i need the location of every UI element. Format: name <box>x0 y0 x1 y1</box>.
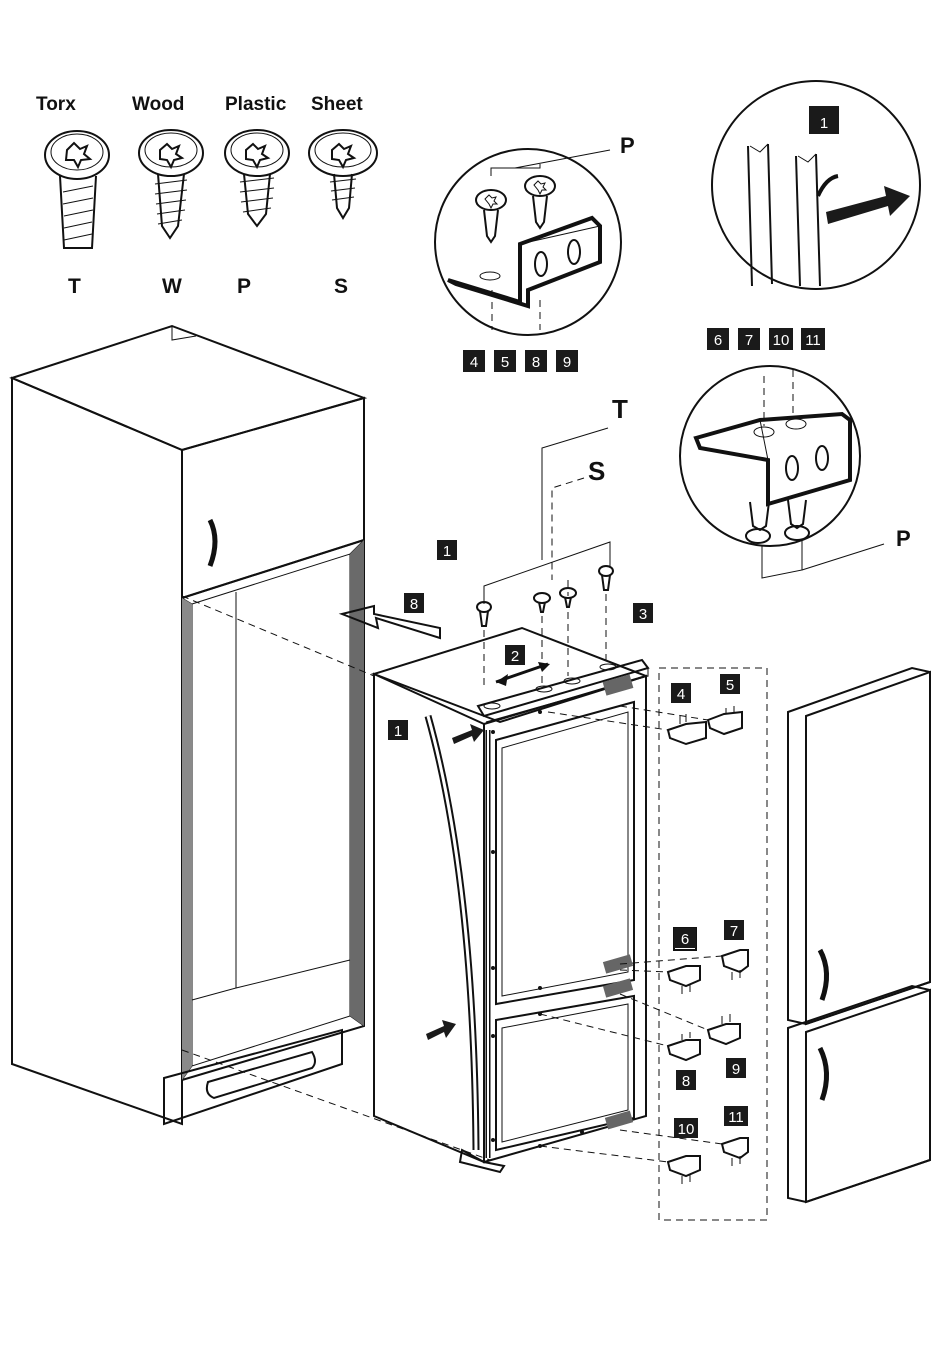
torx-screw-icon <box>45 131 109 248</box>
step-badge: 9 <box>563 354 571 371</box>
top-step-group: 4 5 8 9 <box>463 350 578 372</box>
callout-p-top: P <box>620 133 635 158</box>
top-bracket-detail: P <box>435 133 635 335</box>
bracket-icon <box>722 950 748 972</box>
step-badge: 5 <box>726 677 734 694</box>
step-badge: 10 <box>773 332 790 349</box>
bottom-bracket-detail: P <box>680 366 911 578</box>
step-badge: 3 <box>639 606 647 623</box>
plastic-screw-icon <box>225 130 289 226</box>
plastic-screw-icon <box>525 176 555 228</box>
screw-name-torx: Torx <box>36 94 76 115</box>
bracket-icon <box>708 1024 740 1044</box>
bracket-icon <box>668 722 706 744</box>
seal-detail: 1 <box>712 81 920 289</box>
tall-cabinet <box>12 326 490 1160</box>
step-badge: 4 <box>677 686 685 703</box>
wood-screw-icon <box>139 130 203 238</box>
sheet-screw-icon <box>534 593 550 612</box>
step-badge: 8 <box>682 1073 690 1090</box>
step-badge: 7 <box>730 923 738 940</box>
upper-furniture-door <box>788 668 930 1024</box>
top-screws: T S <box>477 394 628 690</box>
torx-screw-icon <box>477 602 491 626</box>
fridge <box>374 628 648 1172</box>
bracket-icon <box>708 712 742 734</box>
step-badge: 6 <box>681 931 689 948</box>
step-badge: 8 <box>532 354 540 371</box>
arrow-icon <box>452 724 484 744</box>
plastic-screw-icon <box>785 500 809 540</box>
step-badge: 6 <box>714 332 722 349</box>
screw-code-t: T <box>68 275 81 298</box>
bracket-icon <box>696 414 850 504</box>
step-badge: 1 <box>394 723 402 740</box>
callout-p-bottom: P <box>896 526 911 551</box>
step-badge: 7 <box>745 332 753 349</box>
bracket-icon <box>668 1040 700 1060</box>
bracket-icon <box>668 966 700 986</box>
step-badge: 11 <box>728 1109 744 1126</box>
step-badge: 4 <box>470 354 478 371</box>
step-badge: 8 <box>410 596 418 613</box>
arrow-icon <box>426 1020 456 1040</box>
step-badge: 9 <box>732 1061 740 1078</box>
step-badge: 11 <box>805 332 821 349</box>
seal-step-badge: 1 <box>820 115 828 132</box>
bracket-icon <box>722 1138 748 1158</box>
bracket-icon <box>668 1156 700 1176</box>
screw-name-sheet: Sheet <box>311 94 363 115</box>
door-seal <box>428 716 476 1150</box>
step-badge: 1 <box>443 543 451 560</box>
torx-screw-icon <box>599 566 613 590</box>
screw-legend: Torx Wood Plastic Sheet <box>36 94 377 298</box>
screw-code-s: S <box>334 275 348 298</box>
screw-name-plastic: Plastic <box>225 94 287 115</box>
screw-code-w: W <box>162 275 182 298</box>
screw-code-p: P <box>237 275 251 298</box>
callout-t: T <box>612 394 628 424</box>
arrow-icon <box>826 186 910 224</box>
callout-s: S <box>588 456 605 486</box>
sheet-screw-icon <box>560 588 576 607</box>
plastic-screw-icon <box>746 502 770 543</box>
step-badge: 10 <box>678 1121 695 1138</box>
lower-furniture-door <box>788 986 930 1202</box>
sheet-screw-icon <box>309 130 377 218</box>
step-badge: 5 <box>501 354 509 371</box>
step-badge: 2 <box>511 648 519 665</box>
bottom-step-group: 6 7 10 11 <box>707 328 825 350</box>
screw-name-wood: Wood <box>132 94 184 115</box>
plastic-screw-icon <box>476 190 506 242</box>
